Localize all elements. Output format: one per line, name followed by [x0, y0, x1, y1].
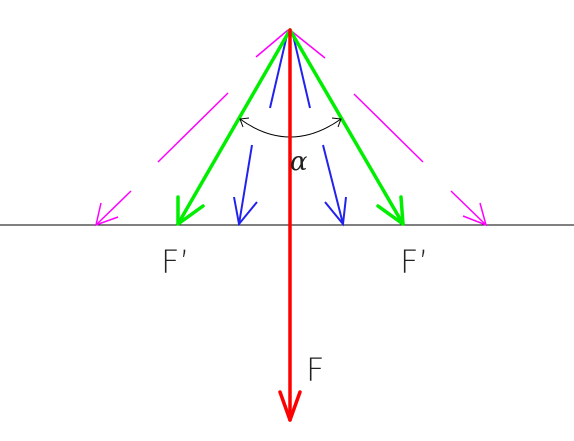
magenta-ray-left-upper [255, 29, 289, 58]
magenta-arrowhead-right [462, 202, 488, 227]
green-arrowhead-right [376, 195, 405, 226]
magenta-ray-left-middle [157, 92, 229, 163]
magenta-rays [94, 29, 488, 227]
blue-ray-right-upper [292, 34, 311, 109]
blue-rays [233, 34, 347, 227]
red-force [278, 28, 302, 422]
green-force-right [288, 28, 405, 226]
angle-arc-arrow-left [239, 117, 250, 128]
red-arrowhead [278, 390, 302, 422]
label-f-prime-right: F’ [400, 243, 429, 281]
label-f-prime-left: F’ [161, 243, 190, 281]
blue-ray-right-lower [322, 144, 344, 225]
green-force-left [176, 28, 292, 226]
blue-arrowhead-left [233, 196, 258, 227]
angle-arc-arrow-right [331, 117, 342, 128]
magenta-ray-right-lower [450, 190, 487, 226]
angle-label: α [290, 147, 308, 177]
blue-arrowhead-right [324, 196, 347, 227]
magenta-arrowhead-left [94, 202, 119, 227]
blue-ray-left-lower [238, 144, 253, 225]
magenta-ray-right-upper [289, 29, 326, 59]
green-forces [176, 28, 405, 226]
blue-ray-left-upper [269, 34, 288, 109]
magenta-ray-right-middle [353, 93, 424, 163]
magenta-ray-left-lower [95, 190, 132, 226]
green-arrowhead-left [176, 195, 205, 226]
label-force: F [306, 351, 324, 389]
